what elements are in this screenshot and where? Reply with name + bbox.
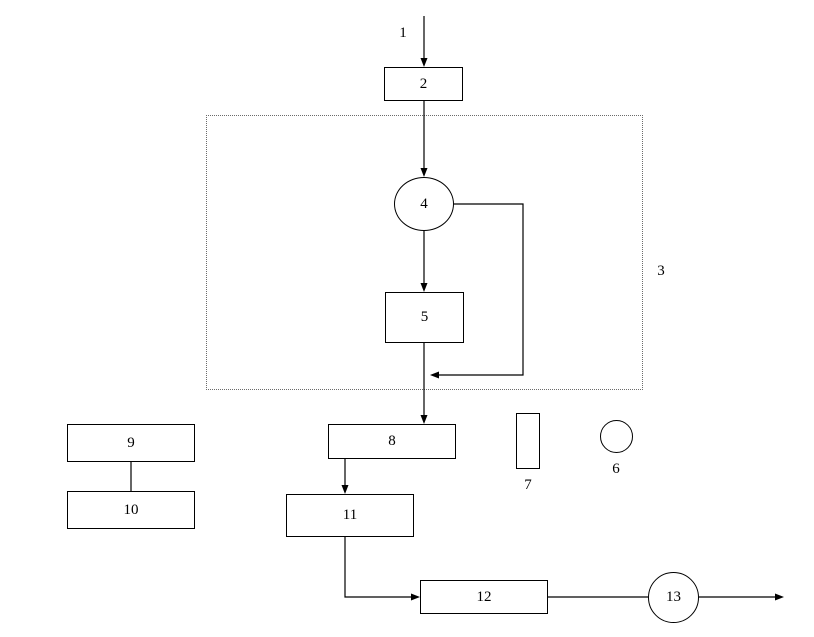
node-11-label: 11: [342, 507, 358, 523]
node-2-label: 2: [419, 75, 428, 92]
edge-start-to-2: [420, 16, 428, 67]
node-6-label: 6: [612, 461, 620, 477]
node-5-label: 5: [420, 309, 429, 325]
node-6: [600, 420, 633, 453]
node-13: 13: [648, 572, 699, 623]
edge-11-to-12: [344, 537, 420, 601]
arrowhead: [420, 168, 428, 177]
arrowhead: [341, 485, 349, 494]
edge-line: [439, 203, 524, 376]
edge-4-to-5: [420, 231, 428, 292]
edge-label-1: 1: [399, 25, 407, 41]
node-9-label: 9: [127, 434, 135, 451]
node-5: 5: [385, 292, 464, 343]
edge-8-to-11: [341, 459, 349, 494]
edge-2-to-4: [420, 101, 428, 177]
node-12-label: 12: [476, 588, 492, 605]
arrowhead: [775, 593, 784, 601]
node-9: 9: [67, 424, 195, 462]
node-8: 8: [328, 424, 456, 459]
node-7-label: 7: [524, 477, 532, 493]
arrowhead: [411, 593, 420, 601]
group-3-label: 3: [657, 263, 665, 279]
node-4-label: 4: [420, 195, 428, 212]
node-2: 2: [384, 67, 463, 101]
arrowhead: [420, 283, 428, 292]
node-10: 10: [67, 491, 195, 529]
edge-13-exit: [699, 593, 784, 601]
arrowhead: [430, 371, 439, 379]
node-10-label: 10: [123, 501, 139, 518]
node-12: 12: [420, 580, 548, 614]
node-4: 4: [394, 177, 454, 231]
arrowhead: [420, 58, 428, 67]
node-8-label: 8: [388, 433, 396, 449]
node-7: [516, 413, 540, 469]
node-13-label: 13: [666, 589, 681, 605]
edge-5-to-8: [420, 343, 428, 424]
edge-line: [344, 537, 412, 598]
node-11: 11: [286, 494, 414, 537]
arrowhead: [420, 415, 428, 424]
edge-4-feedback-loop: [430, 203, 524, 379]
